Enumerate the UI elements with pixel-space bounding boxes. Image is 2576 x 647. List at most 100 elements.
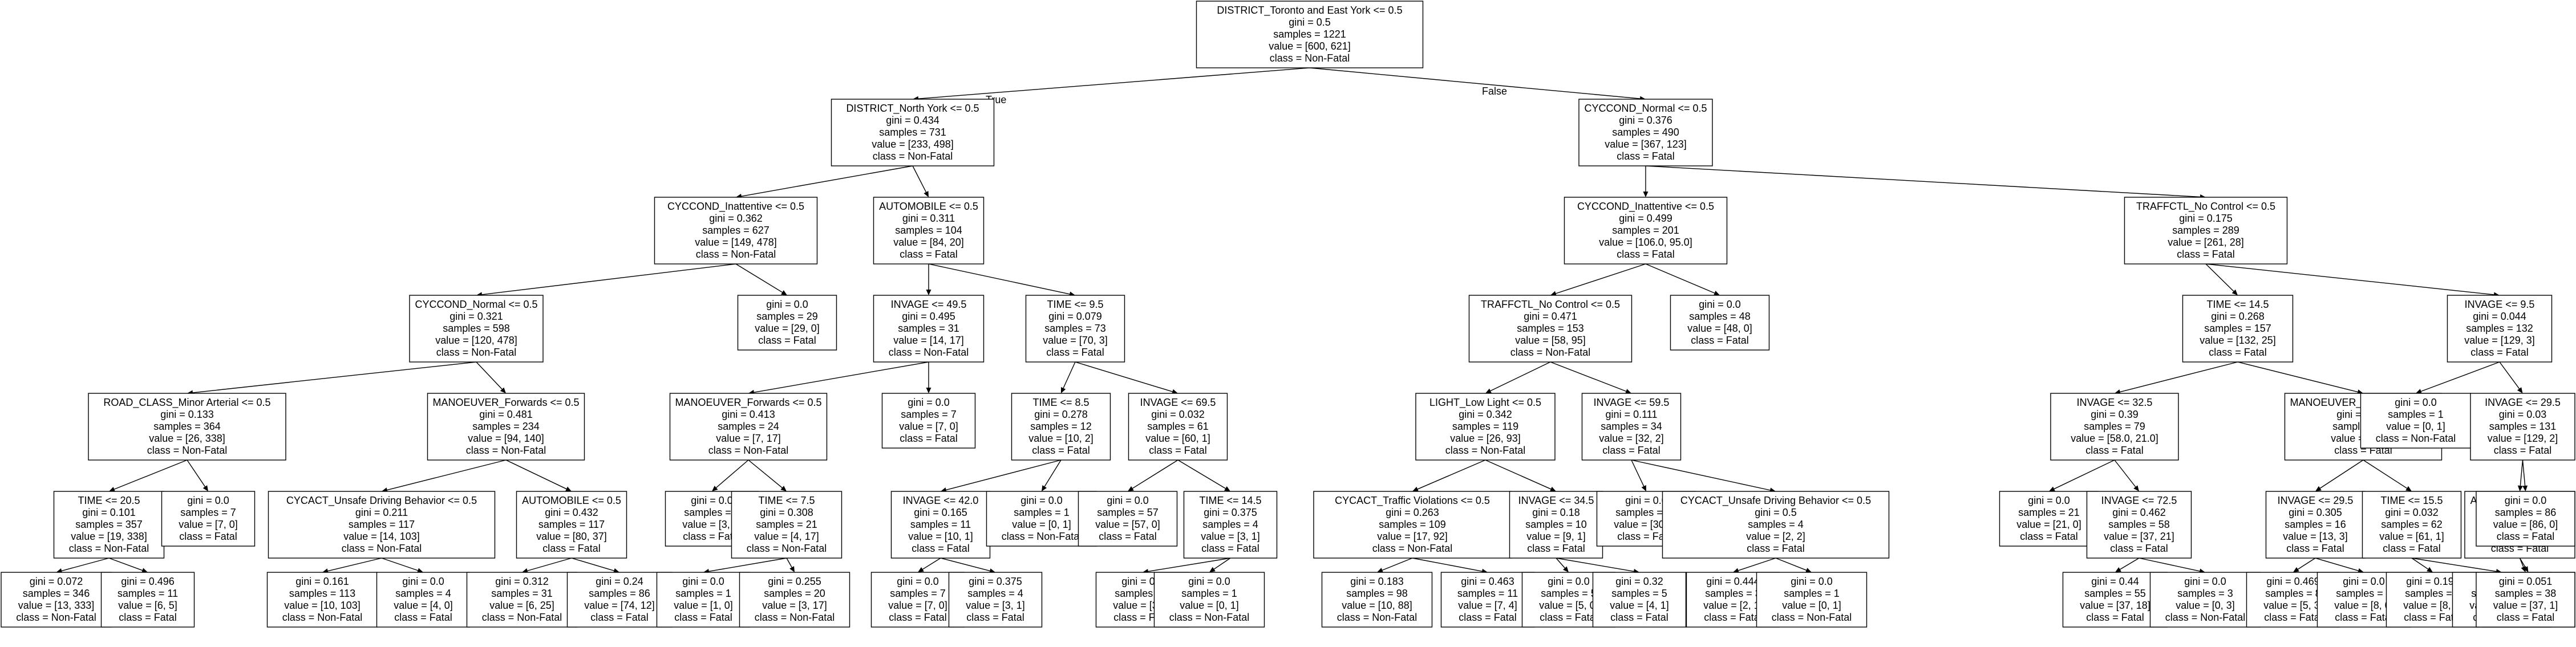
tree-node-text: class = Fatal — [1747, 543, 1805, 554]
tree-node-box — [2470, 393, 2575, 461]
tree-node-text: LIGHT_Low Light <= 0.5 — [1429, 397, 1541, 409]
tree-node-text: samples = 157 — [2204, 323, 2271, 334]
tree-node-text: INVAGE <= 69.5 — [1140, 397, 1216, 408]
tree-edge — [476, 361, 503, 390]
tree-node-box — [1662, 491, 1890, 559]
tree-node-text: gini = 0.499 — [1619, 213, 1672, 224]
tree-node-text: CYCACT_Traffic Violations <= 0.5 — [1335, 495, 1490, 507]
tree-edge-arrowhead — [2416, 389, 2422, 394]
tree-edge-arrowhead — [1563, 566, 1569, 572]
tree-node: CYCACT_Unsafe Driving Behavior <= 0.5gin… — [268, 491, 496, 559]
tree-node-text: samples = 3 — [1705, 588, 1761, 599]
tree-node-text: value = [57, 0] — [1095, 519, 1160, 530]
tree-node-text: samples = 117 — [538, 519, 605, 530]
tree-edge — [1177, 459, 1226, 489]
tree-node-box — [2182, 295, 2294, 363]
tree-node-text: gini = 0.0 — [1188, 576, 1230, 587]
tree-node-text: class = Fatal — [2497, 612, 2555, 623]
tree-edge — [2237, 361, 2358, 393]
tree-node-text: value = [120, 478] — [435, 335, 517, 346]
tree-node-text: class = Fatal — [2383, 543, 2441, 554]
tree-node-text: value = [0, 1] — [1782, 600, 1841, 611]
tree-node-text: samples = 58 — [2108, 519, 2170, 530]
tree-node-text: samples = 357 — [75, 519, 143, 530]
tree-node-text: value = [6, 5] — [118, 600, 177, 611]
tree-node-text: samples = 109 — [1379, 519, 1446, 530]
tree-node-text: samples = 55 — [2084, 588, 2146, 599]
tree-node-box — [268, 491, 496, 559]
tree-edge — [1485, 459, 1552, 490]
tree-node-text: class = Fatal — [2470, 347, 2529, 358]
tree-node-box — [1999, 491, 2099, 547]
tree-edge — [114, 459, 188, 490]
tree-edge — [1556, 558, 1634, 572]
tree-node-text: gini = 0.0 — [2505, 495, 2547, 506]
tree-node-text: samples = 31 — [491, 588, 553, 599]
tree-node-text: class = Fatal — [1032, 445, 1090, 456]
tree-node-box — [2050, 393, 2179, 461]
tree-edge — [2120, 558, 2140, 570]
tree-node-text: value = [74, 12] — [584, 600, 655, 611]
tree-node-text: INVAGE <= 59.5 — [1594, 397, 1670, 408]
tree-node-text: gini = 0.278 — [1034, 409, 1088, 420]
tree-edge — [1550, 361, 1626, 392]
tree-node-text: gini = 0.0 — [897, 576, 939, 587]
tree-node-text: value = [3, 1] — [966, 600, 1025, 611]
tree-node-text: gini = 0.321 — [449, 311, 503, 322]
tree-node-box — [427, 393, 585, 461]
tree-edge — [2421, 361, 2500, 392]
tree-node-text: class = Fatal — [1046, 347, 1104, 358]
tree-node-text: gini = 0.375 — [1204, 507, 1257, 518]
tree-node-text: class = Fatal — [2110, 543, 2168, 554]
tree-node-text: value = [37, 1] — [2493, 600, 2558, 611]
tree-node-text: value = [7, 4] — [1458, 600, 1517, 611]
tree-node-text: gini = 0.24 — [596, 576, 643, 587]
tree-node-box — [266, 572, 378, 628]
tree-edge — [2120, 361, 2238, 393]
tree-node-text: samples = 490 — [1612, 127, 1679, 138]
tree-node-text: samples = 119 — [1452, 421, 1518, 432]
tree-node-text: class = Non-Fatal — [436, 347, 517, 358]
tree-node-text: value = [10, 88] — [1342, 600, 1412, 611]
tree-edge-arrowhead — [2523, 566, 2529, 572]
tree-node-text: INVAGE <= 32.5 — [2077, 397, 2153, 408]
tree-node-text: INVAGE <= 29.5 — [2278, 495, 2354, 506]
tree-node-box — [831, 99, 995, 166]
tree-node-text: samples = 38 — [2495, 588, 2557, 599]
tree-node-text: gini = 0.0 — [2184, 576, 2226, 587]
tree-node-text: value = [37, 18] — [2080, 600, 2150, 611]
tree-node-text: value = [80, 37] — [536, 531, 607, 542]
tree-node-text: INVAGE <= 42.0 — [903, 495, 979, 506]
tree-node-text: class = Fatal — [1691, 335, 1749, 346]
tree-node-text: class = Non-Fatal — [1270, 52, 1350, 64]
tree-node-text: class = Fatal — [2086, 612, 2144, 623]
tree-node-text: gini = 0.481 — [479, 409, 533, 420]
tree-node-text: CYCACT_Unsafe Driving Behavior <= 0.5 — [286, 495, 477, 507]
tree-edge-arrowhead — [1412, 486, 1419, 492]
tree-node-text: class = Fatal — [889, 612, 947, 623]
tree-node-text: class = Fatal — [394, 612, 452, 623]
tree-edge-arrowhead — [1641, 485, 1646, 491]
tree-node-box — [890, 491, 991, 559]
tree-node-text: samples = 346 — [23, 588, 90, 599]
tree-edge-arrowhead — [109, 487, 115, 492]
tree-edge — [1382, 558, 1413, 571]
tree-node-text: gini = 0.255 — [768, 576, 821, 587]
